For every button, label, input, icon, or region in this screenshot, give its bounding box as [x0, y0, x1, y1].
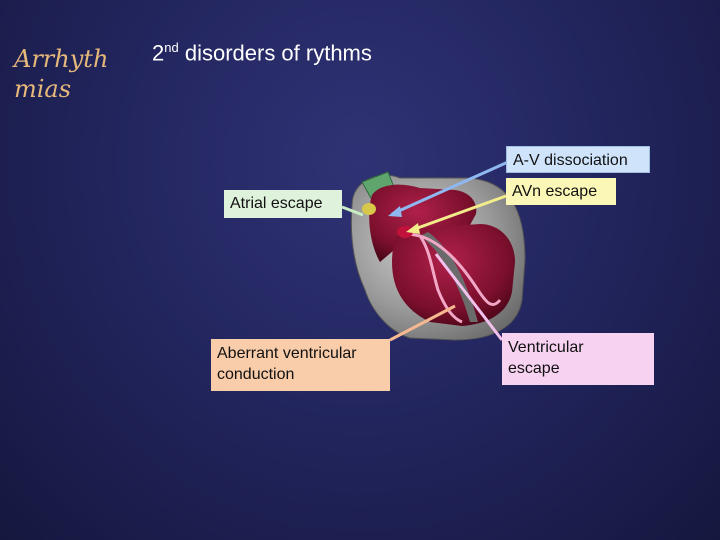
- conduction-path: [399, 230, 502, 324]
- title-rest: disorders of rythms: [178, 40, 372, 66]
- septum: [420, 232, 478, 322]
- side-title-line2: mias: [14, 75, 72, 103]
- ventricular-escape-arrow: [434, 253, 504, 341]
- atrial-escape-arrow: [341, 205, 364, 217]
- ventricular-escape-label: Ventricular escape: [502, 333, 654, 385]
- aberrant-conduction-label: Aberrant ventricular conduction: [211, 339, 390, 391]
- side-title-line1: Arrhyth: [14, 45, 109, 73]
- title-superscript: nd: [164, 40, 179, 55]
- avn-escape-label: AVn escape: [506, 178, 616, 205]
- ventricular-line2: escape: [508, 360, 560, 377]
- aberrant-line2: conduction: [217, 366, 295, 383]
- av-dissociation-arrowhead: [388, 206, 402, 217]
- atrial-escape-label: Atrial escape: [224, 190, 342, 218]
- title-prefix: 2: [152, 40, 165, 66]
- av-node: [397, 226, 413, 238]
- aberrant-arrow: [389, 304, 456, 342]
- avn-escape-arrowhead: [406, 223, 420, 234]
- av-dissociation-arrow: [391, 160, 509, 216]
- aberrant-line1: Aberrant ventricular: [217, 345, 357, 362]
- side-title: Arrhyth mias: [14, 44, 124, 104]
- ventricular-line1: Ventricular: [508, 339, 584, 356]
- slide-title: 2nd disorders of rythms: [152, 40, 372, 66]
- avn-escape-arrow: [411, 194, 507, 232]
- av-dissociation-label: A-V dissociation: [506, 146, 650, 173]
- sa-node: [362, 203, 376, 215]
